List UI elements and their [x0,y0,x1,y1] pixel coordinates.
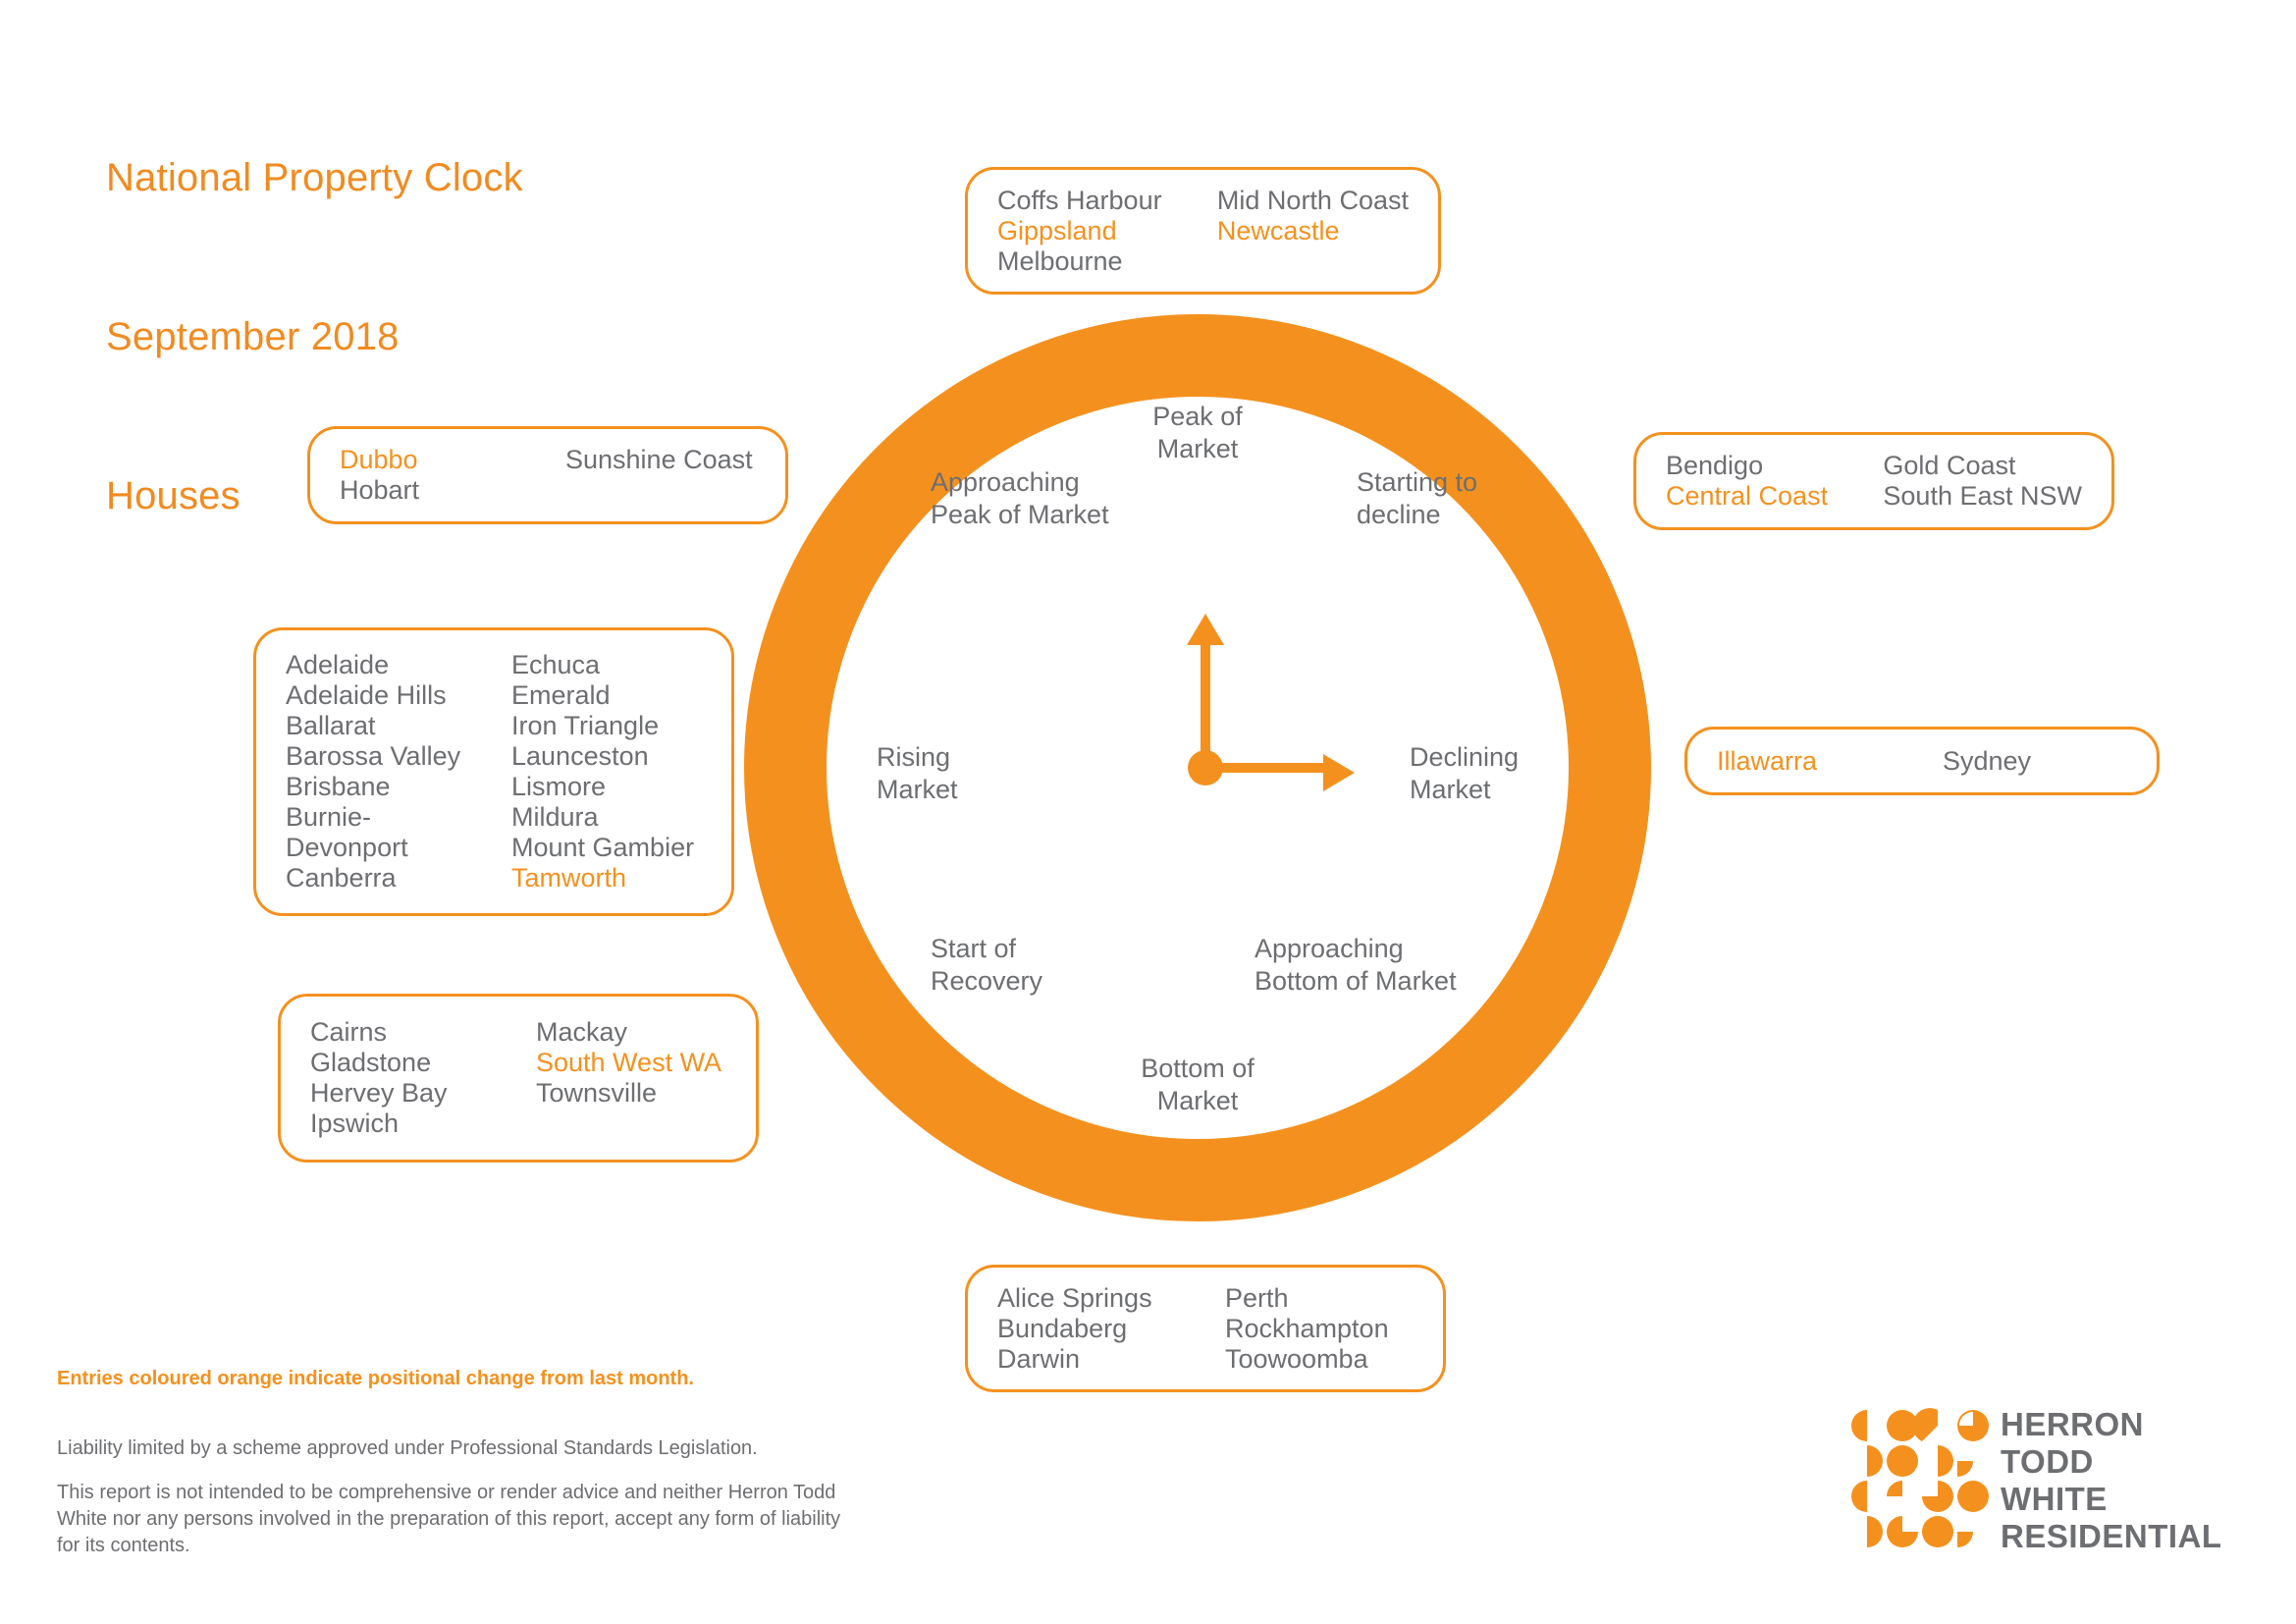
property-clock-dial: Peak of Market Approaching Peak of Marke… [744,314,1651,1221]
rising-market-box: Adelaide Adelaide Hills Ballarat Barossa… [253,627,734,916]
region-entry: South West WA [536,1048,722,1077]
title-line-1: National Property Clock [106,156,523,199]
title-line-2: September 2018 [106,315,400,358]
region-entry: Tamworth [511,863,627,893]
region-entry: Coffs Harbour [997,185,1162,215]
disclaimer-liability: Liability limited by a scheme approved u… [57,1437,758,1459]
peak-of-market-box: Coffs Harbour Gippsland Melbourne Mid No… [965,167,1441,295]
box-column: Mackay South West WA Townsville [536,1017,721,1139]
box-column: Bendigo Central Coast [1666,451,1883,512]
box-column: Sydney [1943,746,2031,777]
start-of-recovery-box: Cairns Gladstone Hervey Bay Ipswich Mack… [278,994,759,1163]
clock-hour-hand-arrowhead [1323,754,1355,791]
disclaimer-block: Liability limited by a scheme approved u… [57,1435,842,1559]
region-entry: Cairns [310,1017,388,1047]
region-entry: Iron Triangle [511,711,660,740]
logo-line-2: TODD [2001,1443,2094,1480]
logo-line-3: WHITE [2001,1481,2108,1517]
clock-label-rising-market: Rising Market [877,742,958,804]
box-column: Alice Springs Bundaberg Darwin [997,1283,1225,1375]
disclaimer-report: This report is not intended to be compre… [57,1482,841,1556]
starting-to-decline-box: Bendigo Central Coast Gold Coast South E… [1633,432,2114,530]
region-entry: Gladstone [310,1048,432,1077]
region-entry: Launceston [511,741,649,771]
region-entry: Ballarat [286,711,376,740]
region-entry: Illawarra [1717,745,1818,776]
box-column: Echuca Emerald Iron Triangle Launceston … [511,650,694,893]
page-title: National Property Clock September 2018 H… [106,45,523,628]
region-entry: Townsville [536,1078,658,1108]
box-column: Illawarra [1717,746,1943,777]
clock-label-approaching-bottom-of-market: Approaching Bottom of Market [1255,934,1457,996]
declining-market-box: Illawarra Sydney [1684,727,2160,795]
region-entry: Toowoomba [1225,1343,1368,1374]
region-entry: Bundaberg [997,1313,1128,1343]
title-line-3: Houses [106,474,240,517]
logo-line-4: RESIDENTIAL [2001,1518,2222,1554]
box-column: Adelaide Adelaide Hills Ballarat Barossa… [286,650,511,893]
region-entry: Mackay [536,1017,628,1047]
region-entry: Mildura [511,802,599,832]
clock-minute-hand [1201,641,1210,769]
region-entry: Melbourne [997,245,1123,276]
region-entry: Sunshine Coast [565,445,753,474]
region-entry: Gold Coast [1883,451,2016,480]
region-entry: Rockhampton [1225,1313,1389,1343]
region-entry: Mid North Coast [1216,185,1409,215]
region-entry: Sydney [1943,745,2032,776]
region-entry: Lismore [511,772,607,801]
herron-todd-white-logo: HERRON TODD WHITE RESIDENTIAL [1851,1406,2264,1565]
box-column: Sunshine Coast [565,445,753,506]
region-entry: Adelaide Hills [286,680,447,710]
region-entry: Adelaide [286,650,390,679]
region-entry: South East NSW [1883,481,2082,511]
clock-label-starting-to-decline: Starting to decline [1357,467,1478,529]
region-entry: Perth [1225,1282,1289,1313]
clock-label-start-of-recovery: Start of Recovery [931,934,1043,996]
clock-center-hub [1188,750,1223,785]
region-entry: Bendigo [1666,451,1764,480]
clock-label-peak-of-market: Peak of Market [1152,402,1243,463]
region-entry: Central Coast [1666,481,1829,511]
box-column: Perth Rockhampton Toowoomba [1225,1283,1389,1375]
region-entry: Brisbane [286,772,391,801]
clock-hour-hand [1205,763,1325,773]
logo-line-1: HERRON [2001,1406,2145,1442]
region-entry: Echuca [511,650,601,679]
region-entry: Gippsland [997,215,1117,245]
box-column: Gold Coast South East NSW [1883,451,2082,512]
region-entry: Barossa Valley [286,741,461,771]
region-entry: Ipswich [310,1109,400,1138]
box-column: Cairns Gladstone Hervey Bay Ipswich [310,1017,536,1139]
bottom-of-market-box: Alice Springs Bundaberg Darwin Perth Roc… [965,1265,1446,1392]
box-column: Coffs Harbour Gippsland Melbourne [997,186,1217,277]
clock-label-approaching-peak-of-market: Approaching Peak of Market [931,467,1109,529]
region-entry: Mount Gambier [511,833,695,862]
approaching-peak-of-market-box: Dubbo Hobart Sunshine Coast [307,426,788,524]
region-entry: Darwin [997,1343,1081,1374]
region-entry: Hervey Bay [310,1078,448,1108]
logo-wordmark: HERRON TODD WHITE RESIDENTIAL [2001,1406,2222,1555]
region-entry: Canberra [286,863,397,893]
legend-note: Entries coloured orange indicate positio… [57,1368,694,1389]
clock-label-declining-market: Declining Market [1410,742,1520,804]
region-entry: Newcastle [1216,215,1340,245]
box-column: Mid North Coast Newcastle [1217,186,1409,277]
region-entry: Devonport [286,833,408,862]
region-entry: Emerald [511,680,611,710]
clock-minute-hand-arrowhead [1187,614,1224,645]
region-entry: Alice Springs [997,1282,1152,1313]
box-column: Dubbo Hobart [340,445,565,506]
region-entry: Dubbo [340,445,418,474]
logo-mark-icon [1851,1408,1989,1547]
clock-label-bottom-of-market: Bottom of Market [1141,1054,1255,1115]
region-entry: Hobart [340,475,420,505]
region-entry: Burnie- [286,802,372,832]
